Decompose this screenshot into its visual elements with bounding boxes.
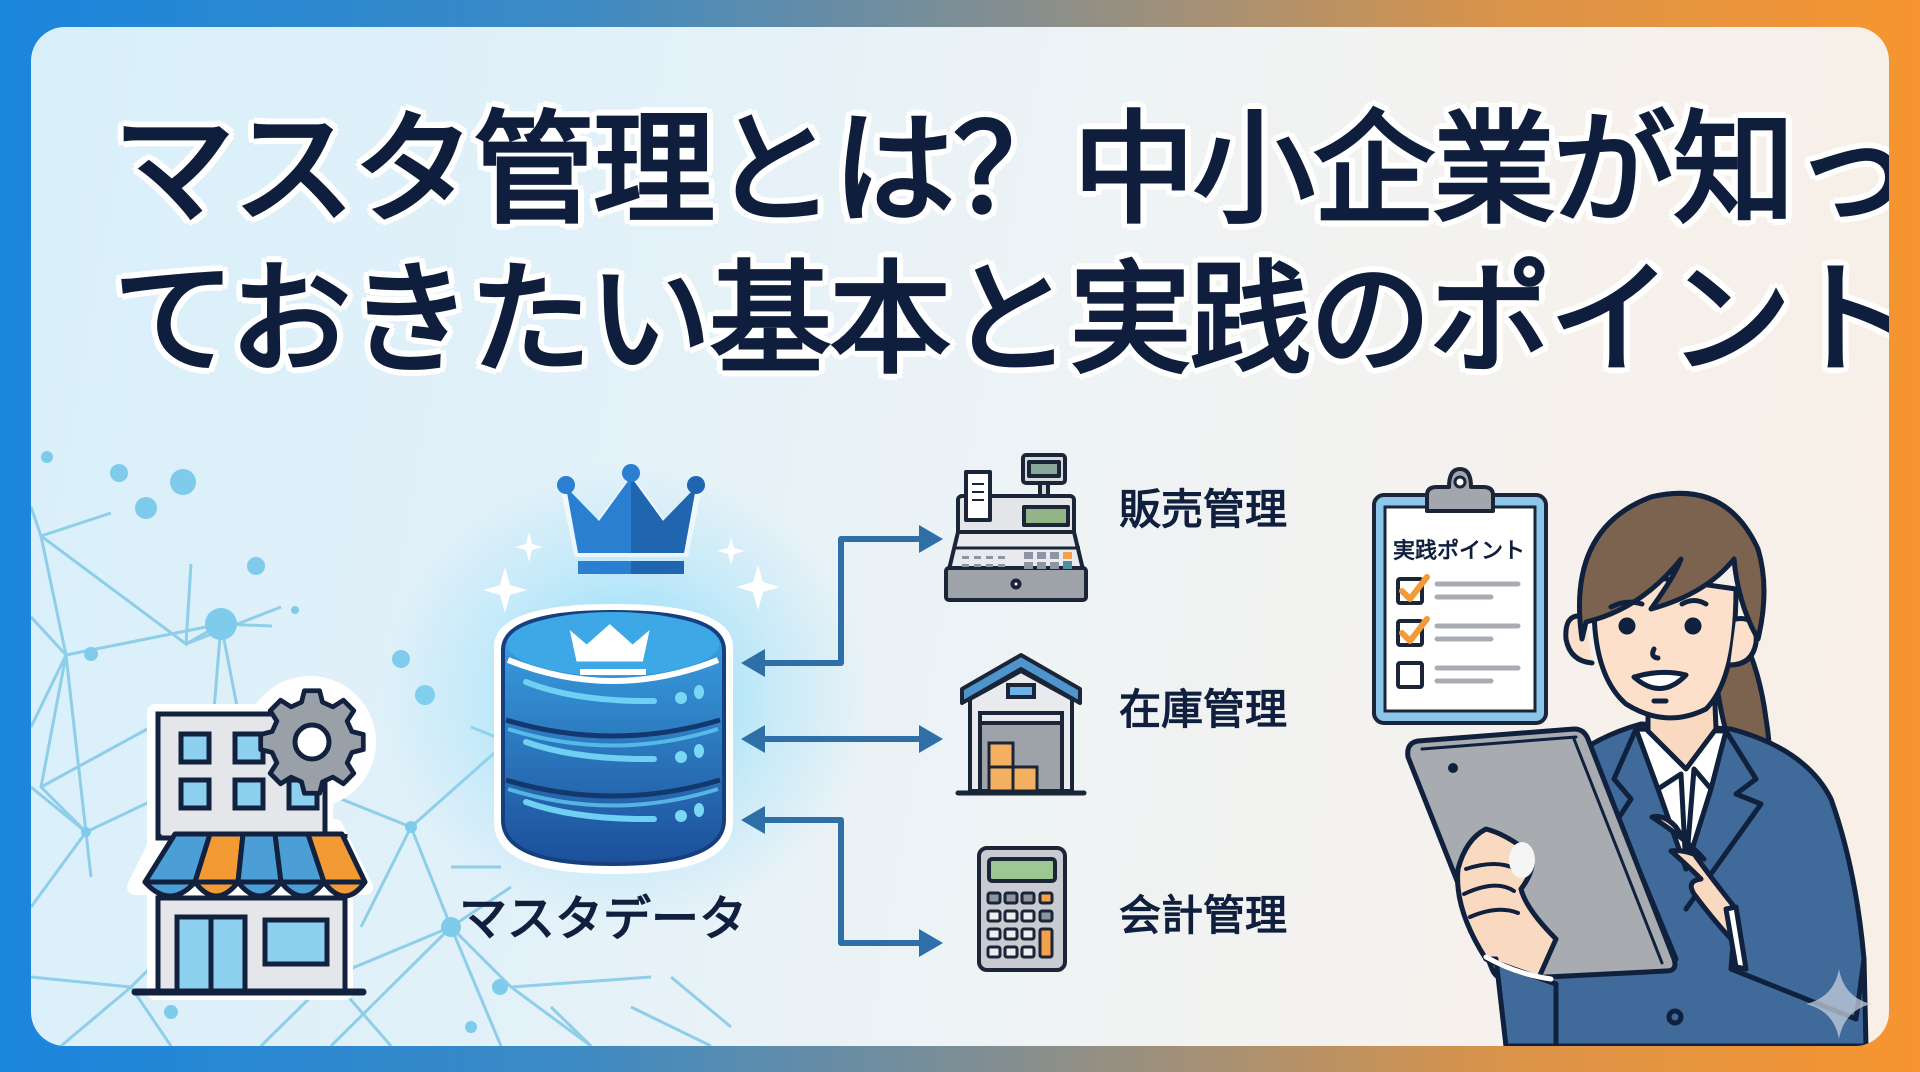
store-gear-icon (127, 676, 376, 1000)
warehouse-icon (955, 653, 1087, 796)
sparkle-icons (483, 532, 780, 613)
clipboard-title: 実践ポイント (1393, 539, 1526, 564)
connector-arrows (741, 525, 943, 957)
hero-card: マスタ管理とは？中小企業が知っ ておきたい基本と実践のポイント (31, 27, 1889, 1046)
page-title-line-1: マスタ管理とは？中小企業が知っ (113, 99, 1889, 241)
businesswoman-tablet-icon (1405, 490, 1871, 1046)
sales-management-label: 販売管理 (1119, 485, 1288, 534)
cash-register-icon (944, 453, 1088, 602)
database-crown-icon (494, 604, 733, 874)
crown-icon (557, 464, 705, 574)
practice-points-clipboard: 実践ポイント (1371, 465, 1549, 727)
accounting-management-label: 会計管理 (1119, 891, 1288, 940)
clipboard-icon (1372, 467, 1548, 725)
inventory-management-label: 在庫管理 (1119, 685, 1288, 734)
page-title-line-2: ておきたい基本と実践のポイント (113, 249, 1889, 391)
master-data-label: マスタデータ (459, 891, 748, 947)
calculator-icon (977, 846, 1067, 972)
